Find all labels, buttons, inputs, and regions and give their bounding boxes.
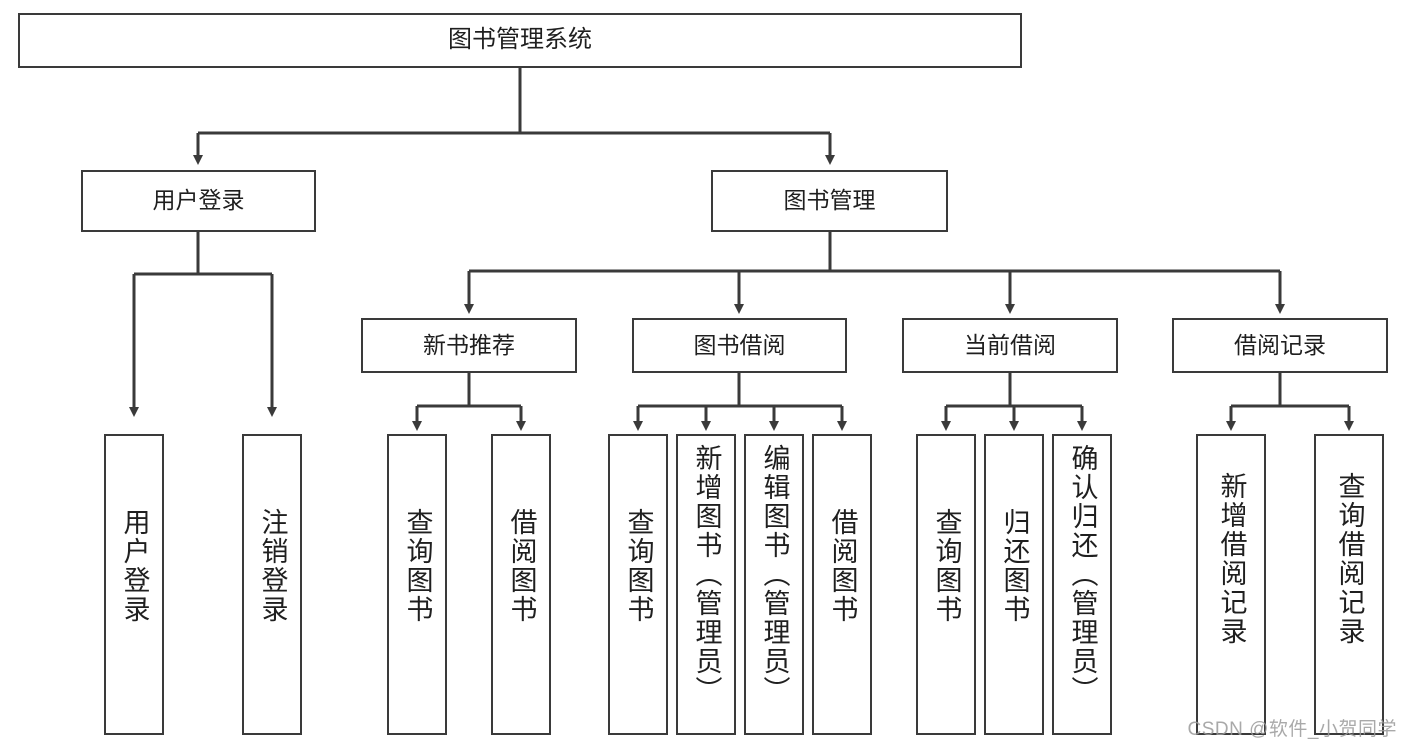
- node-root[interactable]: 图书管理系统: [18, 13, 1022, 68]
- node-leaf-query-book-2-label: 查询图书: [623, 508, 654, 624]
- node-leaf-borrow-book-2[interactable]: 借阅图书: [812, 434, 872, 735]
- node-leaf-return-book[interactable]: 归还图书: [984, 434, 1044, 735]
- node-book-manage-label: 图书管理: [783, 187, 876, 214]
- node-leaf-return-book-label: 归还图书: [999, 508, 1030, 624]
- node-user-login-label: 用户登录: [152, 187, 245, 214]
- node-leaf-add-record-label: 新增借阅记录: [1216, 472, 1247, 646]
- node-new-book-recommend[interactable]: 新书推荐: [361, 318, 577, 373]
- node-leaf-borrow-book-2-label: 借阅图书: [827, 508, 858, 624]
- node-leaf-query-book-1[interactable]: 查询图书: [387, 434, 447, 735]
- node-leaf-confirm-return[interactable]: 确认归还（管理员）: [1052, 434, 1112, 735]
- node-leaf-borrow-book-1[interactable]: 借阅图书: [491, 434, 551, 735]
- node-leaf-logout-login[interactable]: 注销登录: [242, 434, 302, 735]
- node-leaf-query-record[interactable]: 查询借阅记录: [1314, 434, 1384, 735]
- node-current-borrow[interactable]: 当前借阅: [902, 318, 1118, 373]
- node-root-label: 图书管理系统: [448, 26, 592, 54]
- node-book-manage[interactable]: 图书管理: [711, 170, 948, 232]
- node-leaf-query-book-2[interactable]: 查询图书: [608, 434, 668, 735]
- node-leaf-logout-login-label: 注销登录: [257, 508, 288, 624]
- node-leaf-edit-book[interactable]: 编辑图书（管理员）: [744, 434, 804, 735]
- node-leaf-query-record-label: 查询借阅记录: [1334, 472, 1365, 646]
- node-leaf-user-login-label: 用户登录: [119, 508, 150, 624]
- node-current-borrow-label: 当前借阅: [964, 331, 1056, 358]
- node-leaf-query-book-1-label: 查询图书: [402, 508, 433, 624]
- node-leaf-confirm-return-label: 确认归还（管理员）: [1067, 444, 1098, 705]
- node-leaf-add-record[interactable]: 新增借阅记录: [1196, 434, 1266, 735]
- node-leaf-user-login[interactable]: 用户登录: [104, 434, 164, 735]
- node-user-login[interactable]: 用户登录: [81, 170, 316, 232]
- node-leaf-borrow-book-1-label: 借阅图书: [506, 508, 537, 624]
- node-borrow-record[interactable]: 借阅记录: [1172, 318, 1388, 373]
- node-leaf-query-book-3[interactable]: 查询图书: [916, 434, 976, 735]
- node-leaf-edit-book-label: 编辑图书（管理员）: [759, 444, 790, 705]
- node-new-book-recommend-label: 新书推荐: [423, 331, 515, 358]
- node-leaf-query-book-3-label: 查询图书: [931, 508, 962, 624]
- node-borrow-record-label: 借阅记录: [1234, 331, 1326, 358]
- node-leaf-add-book[interactable]: 新增图书（管理员）: [676, 434, 736, 735]
- node-leaf-add-book-label: 新增图书（管理员）: [691, 444, 722, 705]
- csdn-watermark: CSDN @软件_小贺同学: [1187, 719, 1397, 740]
- node-book-borrow[interactable]: 图书借阅: [632, 318, 847, 373]
- node-book-borrow-label: 图书借阅: [693, 331, 786, 358]
